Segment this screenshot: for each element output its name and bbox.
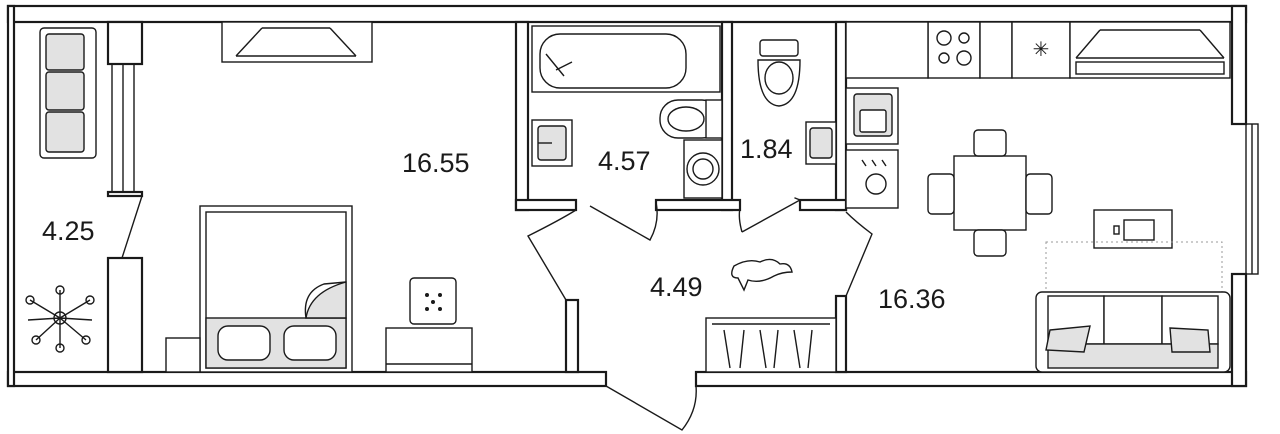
svg-text:✳: ✳	[1033, 37, 1050, 61]
kitchen-door	[845, 211, 873, 297]
kitchen-counter: ✳	[845, 21, 1071, 79]
doors	[527, 197, 873, 431]
area-label-bathroom: 4.57	[598, 146, 651, 176]
plant-icon	[25, 285, 95, 353]
nightstand-left	[165, 337, 201, 373]
shoe-rack	[705, 317, 837, 373]
toilet-sink	[805, 121, 837, 165]
stove-icon	[927, 21, 981, 79]
area-label-hallway: 4.49	[650, 272, 703, 302]
double-bed	[199, 205, 353, 373]
area-label-bedroom: 16.55	[402, 148, 470, 178]
entrance-door	[605, 385, 697, 431]
bathroom-door	[589, 201, 658, 241]
desk	[385, 327, 473, 373]
cat-icon	[731, 258, 793, 292]
area-labels: 4.25 16.55 4.57 1.84 4.49 16.36	[42, 134, 946, 314]
living-sofa	[1035, 291, 1231, 373]
bathtub	[531, 25, 721, 93]
outer-walls	[6, 4, 1259, 388]
bathroom-sink	[531, 119, 573, 167]
area-label-balcony: 4.25	[42, 216, 95, 246]
bidet	[659, 99, 723, 139]
toilet-bowl	[757, 39, 801, 107]
kitchen-sink	[845, 87, 899, 145]
balcony-sofa	[39, 27, 97, 159]
bedroom-ac-unit	[221, 21, 373, 63]
cooktop	[845, 149, 899, 209]
area-label-kitchen-living: 16.36	[878, 284, 946, 314]
dining-table	[927, 129, 1053, 257]
area-label-toilet: 1.84	[740, 134, 793, 164]
toilet-door	[741, 197, 802, 233]
speaker-icon	[409, 277, 457, 325]
washing-machine	[683, 139, 723, 199]
balcony-door	[121, 195, 143, 259]
kitchen-ac-unit	[1069, 21, 1231, 79]
bedroom-door	[527, 209, 577, 301]
